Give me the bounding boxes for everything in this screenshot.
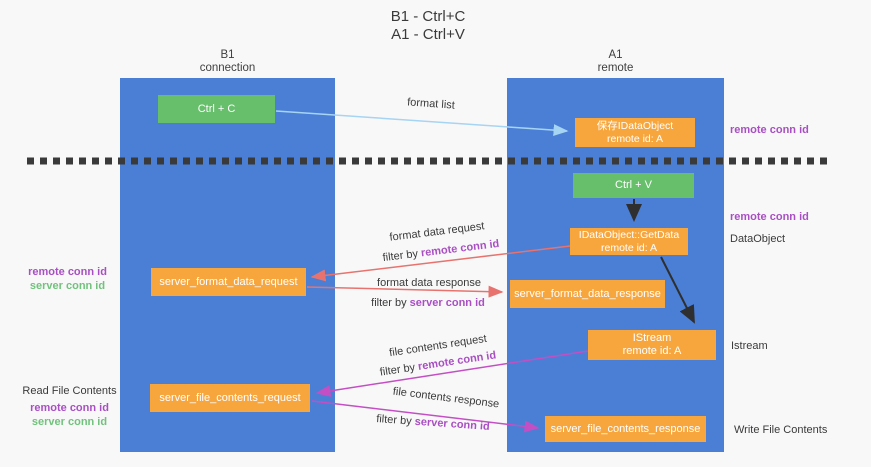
annotation-remote-conn-id-left-2: remote conn id	[30, 402, 109, 414]
edge-label-format-list: format list	[406, 96, 456, 112]
node-istream: IStream remote id: A	[588, 330, 716, 360]
annotation-group-file-ids: Read File Contents remote conn id server…	[17, 384, 122, 429]
edge-label-filter-server-2: filter by server conn id	[376, 413, 490, 433]
server-conn-id-highlight-1: server conn id	[409, 297, 485, 309]
node-istream-line2: remote id: A	[622, 345, 682, 357]
annotation-server-conn-id-left-1: server conn id	[29, 280, 106, 292]
node-ctrl-v-label: Ctrl + V	[615, 179, 652, 191]
column-a1-name: A1	[608, 49, 623, 61]
annotation-dataobject: DataObject	[730, 233, 786, 245]
column-b1-role: connection	[199, 62, 256, 74]
node-getdata-line2: remote id: A	[600, 241, 658, 254]
node-istream-line1: IStream	[632, 332, 672, 344]
title-line-2: A1 - Ctrl+V	[391, 26, 465, 43]
node-server-format-data-request-label: server_format_data_request	[159, 275, 298, 288]
title-line-1: B1 - Ctrl+C	[390, 8, 466, 25]
annotation-group-format-ids: remote conn id server conn id	[20, 265, 115, 293]
node-server-file-contents-request-label: server_file_contents_request	[159, 391, 301, 404]
filter-by-text-1: filter by	[382, 247, 422, 265]
node-server-file-contents-request: server_file_contents_request	[150, 384, 310, 412]
edge-label-format-data-response: format data response	[377, 277, 481, 289]
node-getdata-line1: IDataObject::GetData	[578, 228, 680, 241]
node-save-idataobject-line1: 保存IDataObject	[596, 119, 674, 132]
node-ctrl-c-label: Ctrl + C	[197, 102, 236, 115]
node-ctrl-c: Ctrl + C	[158, 95, 275, 123]
annotation-remote-conn-id-top: remote conn id	[730, 124, 809, 136]
node-save-idataobject-line2: remote id: A	[606, 132, 664, 145]
node-server-file-contents-response-label: server_file_contents_response	[550, 422, 701, 435]
node-idataobject-getdata: IDataObject::GetData remote id: A	[570, 228, 688, 255]
node-save-idataobject: 保存IDataObject remote id: A	[575, 118, 695, 147]
edge-label-file-contents-response: file contents response	[392, 385, 500, 411]
server-conn-id-highlight-2: server conn id	[414, 415, 491, 433]
annotation-remote-conn-id-left-1: remote conn id	[28, 266, 107, 278]
column-header-a1: A1 remote	[507, 49, 724, 75]
node-server-format-data-request: server_format_data_request	[151, 268, 306, 296]
filter-by-text-2: filter by	[371, 297, 410, 309]
annotation-read-file-contents: Read File Contents	[22, 385, 117, 397]
filter-by-text-4: filter by	[375, 413, 416, 428]
annotation-server-conn-id-left-2: server conn id	[31, 416, 108, 428]
edge-label-filter-server-1: filter by server conn id	[371, 297, 485, 309]
annotation-write-file-contents: Write File Contents	[734, 424, 828, 436]
remote-conn-id-highlight-1: remote conn id	[420, 237, 500, 260]
node-ctrl-v: Ctrl + V	[573, 173, 694, 198]
node-server-format-data-response-label: server_format_data_response	[514, 287, 661, 300]
node-server-format-data-response: server_format_data_response	[510, 280, 665, 308]
column-header-b1: B1 connection	[120, 49, 335, 75]
annotation-istream: Istream	[731, 340, 768, 352]
diagram-title: B1 - Ctrl+C A1 - Ctrl+V	[0, 8, 856, 44]
column-a1-role: remote	[597, 62, 634, 74]
node-server-file-contents-response: server_file_contents_response	[545, 416, 706, 442]
column-b1-name: B1	[220, 49, 235, 61]
annotation-remote-conn-id-mid: remote conn id	[730, 211, 809, 223]
filter-by-text-3: filter by	[379, 361, 419, 379]
